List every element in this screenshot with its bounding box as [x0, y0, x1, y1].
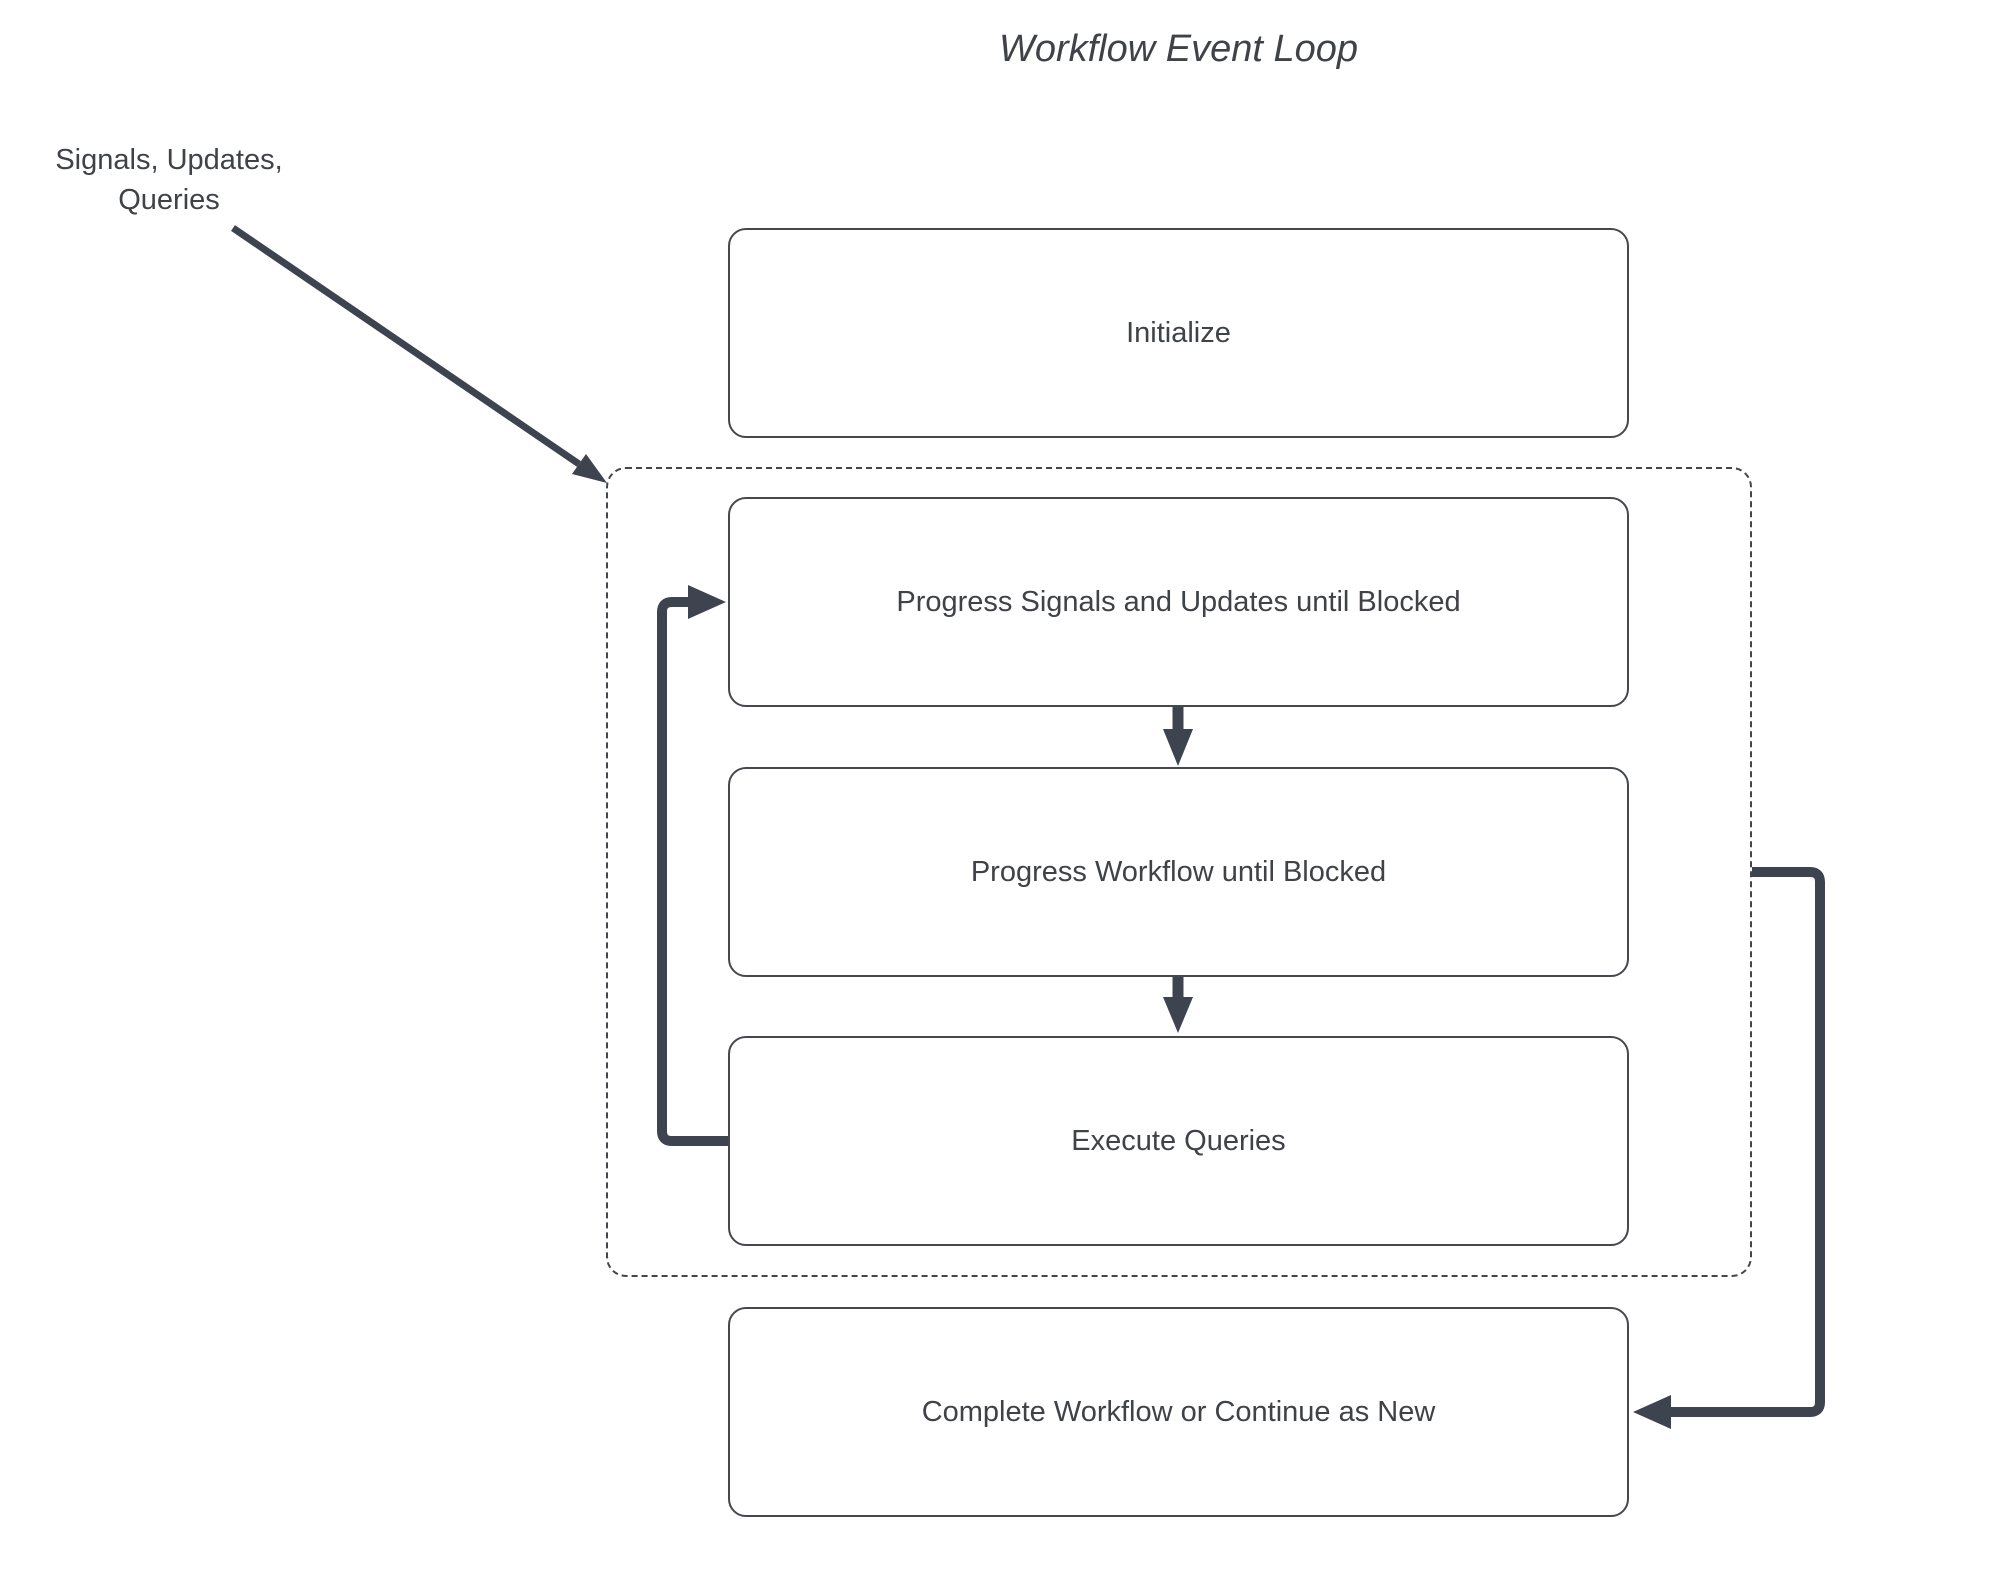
signals-updates-queries-label-line2: Queries [118, 184, 220, 216]
node-progress-workflow: Progress Workflow until Blocked [728, 767, 1629, 977]
node-initialize-label: Initialize [1126, 316, 1231, 349]
node-complete-workflow-label: Complete Workflow or Continue as New [921, 1395, 1436, 1428]
event-loop-dashed-container [606, 467, 1752, 1277]
node-complete-workflow: Complete Workflow or Continue as New [728, 1307, 1629, 1517]
node-progress-signals-updates-label: Progress Signals and Updates until Block… [896, 585, 1461, 618]
signals-updates-queries-label-line1: Signals, Updates, [55, 144, 283, 176]
signals-input-arrow [231, 225, 607, 483]
node-execute-queries-label: Execute Queries [1071, 1124, 1286, 1157]
signals-updates-queries-label: Signals, Updates, Queries [24, 140, 314, 220]
node-progress-workflow-label: Progress Workflow until Blocked [970, 855, 1387, 888]
node-execute-queries: Execute Queries [728, 1036, 1629, 1246]
node-progress-signals-updates: Progress Signals and Updates until Block… [728, 497, 1629, 707]
node-initialize: Initialize [728, 228, 1629, 438]
diagram-title: Workflow Event Loop [998, 28, 1359, 70]
